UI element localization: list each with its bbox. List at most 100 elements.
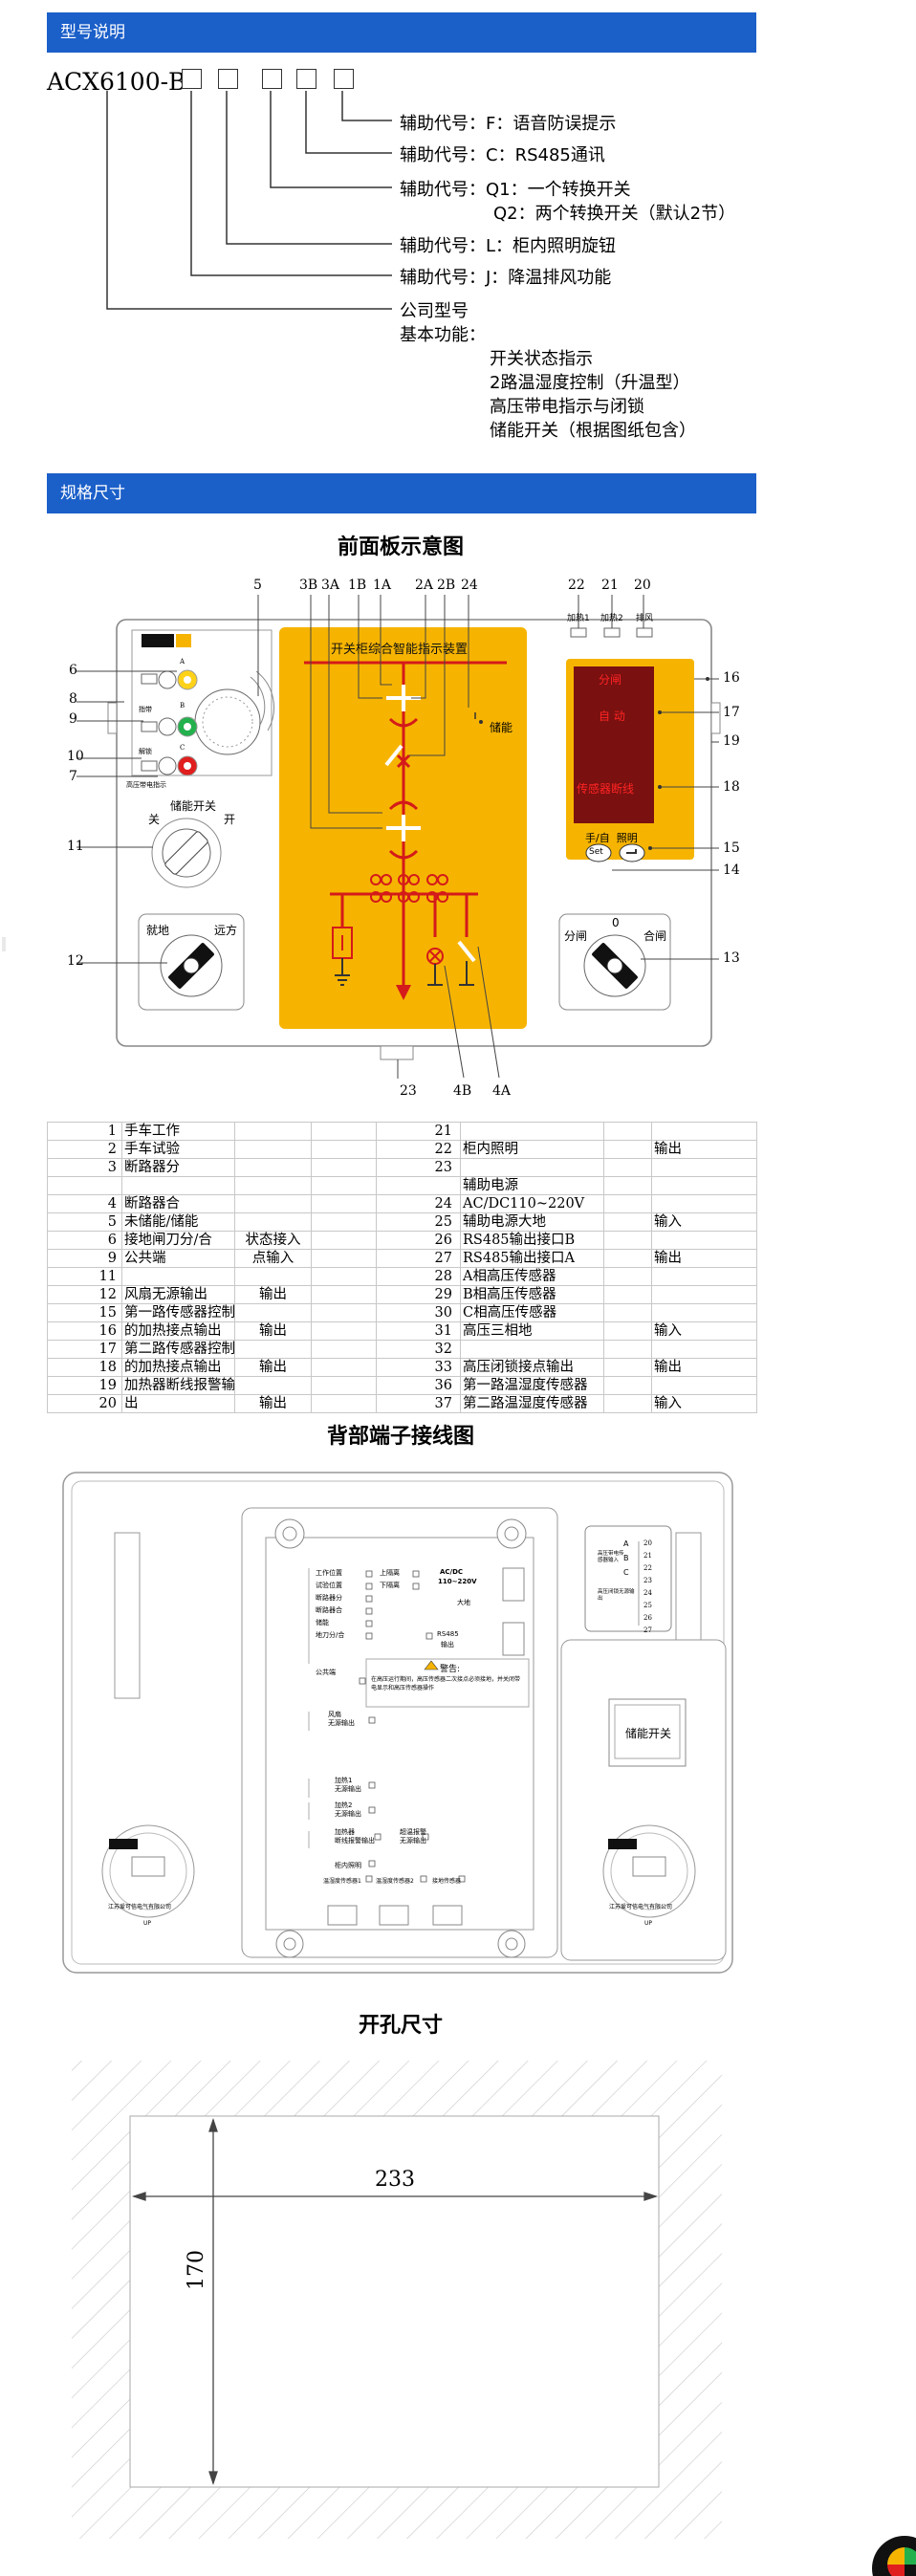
temp-alarm: 超温报警 无源输出 — [400, 1828, 426, 1845]
rear-right-num: 26 — [643, 1614, 652, 1622]
company-left: 江苏爱可信电气有限公司 — [108, 1904, 172, 1910]
lower-iso: 下隔离 — [380, 1582, 400, 1589]
ind-b: B — [180, 702, 185, 709]
heat1-label: 加热1 — [567, 614, 590, 623]
knob1-title: 储能开关 — [170, 799, 217, 813]
heat2-label: 加热2 — [600, 614, 623, 623]
terminal-cell: 公共端 — [121, 1249, 235, 1268]
func-4: 储能开关（根据图纸包含） — [490, 421, 696, 441]
section-header-model: 型号说明 — [47, 12, 756, 53]
terminal-cell: 27 — [376, 1249, 461, 1268]
callout-23: 23 — [400, 1083, 417, 1099]
callout-3A: 3A — [321, 578, 340, 593]
rear-right-num: 25 — [643, 1602, 652, 1609]
ind-lbl1: 指带 — [139, 706, 152, 713]
rear-right-num: 23 — [643, 1577, 652, 1584]
callout-2A: 2A — [415, 578, 434, 593]
terminal-cell: 输入 — [651, 1321, 757, 1341]
display-auto: 自 动 — [599, 709, 625, 723]
code-box-1 — [182, 69, 202, 89]
callout-17: 17 — [723, 705, 740, 720]
front-callouts: 5 3B 3A 1B 1A 2A 2B 24 22 21 20 6 8 9 10… — [0, 0, 916, 1119]
right-b: B — [623, 1554, 629, 1562]
callout-22: 22 — [568, 578, 585, 593]
callout-13: 13 — [723, 950, 740, 966]
bottom-ground: 接地传感器 — [432, 1878, 462, 1885]
code-box-5 — [334, 69, 354, 89]
callout-1A: 1A — [373, 578, 392, 593]
knob1-off: 关 — [148, 813, 161, 826]
set-button[interactable]: Set — [589, 847, 603, 857]
callout-9: 9 — [69, 711, 77, 727]
model-line-j: 辅助代号：J：降温排风功能 — [400, 268, 612, 288]
func-3: 高压带电指示与闭锁 — [490, 397, 644, 417]
right-hv-in: 高压带电传感器输入 — [598, 1551, 624, 1563]
callout-6: 6 — [69, 663, 77, 678]
callout-14: 14 — [723, 862, 740, 878]
panel-title: 开关柜综合智能指示装置 — [331, 643, 469, 657]
model-line-f: 辅助代号：F：语音防误提示 — [400, 114, 617, 134]
callout-10: 10 — [67, 749, 84, 764]
terminal-cell: 出 — [121, 1394, 235, 1413]
hv-label: 高压带电指示 — [126, 781, 166, 789]
up-right: UP — [644, 1920, 653, 1927]
terminal-cell: 辅助电源大地 — [460, 1212, 604, 1232]
rear-labels: 工作位置试验位置断路器分断路器合储能地刀分/合公共端 上隔离 下隔离 AC/DC… — [108, 1538, 673, 1927]
up-left: UP — [143, 1920, 152, 1927]
right-c: C — [623, 1568, 629, 1577]
terminal-cell: 输入 — [651, 1394, 757, 1413]
terminal-cell: 手车工作 — [121, 1122, 235, 1141]
rear-right-num: 24 — [643, 1589, 652, 1597]
callout-3B: 3B — [299, 578, 318, 593]
callout-16: 16 — [723, 670, 740, 686]
callout-12: 12 — [67, 953, 84, 969]
fan-out: 风扇 无源输出 — [328, 1711, 355, 1727]
warning-text: 在高压运行期间，高压传感器二次接点必须接地，并关闭带电显示和高压传感器操作 — [371, 1676, 521, 1692]
model-line-company: 公司型号 — [400, 301, 469, 321]
acdc: AC/DC — [440, 1568, 464, 1576]
callout-4A: 4A — [492, 1083, 512, 1099]
edge-marker — [2, 937, 6, 951]
display-open: 分闸 — [599, 673, 622, 687]
callout-18: 18 — [723, 779, 740, 795]
rear-right-num: 22 — [643, 1564, 652, 1572]
rear-title: 背部端子接线图 — [326, 1425, 474, 1449]
rear-right-num: 27 — [643, 1626, 652, 1634]
cutout-height: 170 — [185, 2250, 208, 2290]
rear-left-item: 断路器分 — [316, 1594, 342, 1602]
knob2-remote: 远方 — [214, 924, 238, 937]
company-right: 江苏爱可信电气有限公司 — [609, 1904, 673, 1910]
front-panel-diagram — [76, 595, 721, 1079]
terminal-cell: 输出 — [651, 1249, 757, 1268]
right-a: A — [623, 1539, 629, 1548]
terminal-cell: 20 — [47, 1394, 122, 1413]
display-sensor: 传感器断线 — [577, 782, 635, 796]
terminal-cell: 15 — [47, 1303, 122, 1322]
terminal-cell: 高压三相地 — [460, 1321, 604, 1341]
knob2-local: 就地 — [146, 924, 170, 937]
brand-logo — [143, 635, 174, 646]
model-prefix: ACX6100-B — [47, 68, 186, 96]
section-header-spec: 规格尺寸 — [47, 473, 756, 513]
right-hv-lock: 高压闭锁无源输出 — [598, 1589, 635, 1602]
terminal-row: 辅助电源 — [47, 1176, 757, 1195]
rs485: RS485 — [437, 1630, 459, 1638]
rear-left-item: 公共端 — [316, 1669, 336, 1676]
fan-label: 排风 — [636, 614, 654, 623]
ind-c: C — [180, 744, 185, 752]
store-switch: 储能开关 — [625, 1727, 672, 1740]
terminal-cell: 输出 — [234, 1358, 312, 1377]
model-line-l: 辅助代号：L：柜内照明旋钮 — [400, 236, 617, 256]
rear-diagram — [62, 1472, 733, 1974]
rs485-out: 输出 — [441, 1641, 454, 1648]
callout-2B: 2B — [437, 578, 456, 593]
knob3-zero: 0 — [612, 916, 620, 929]
